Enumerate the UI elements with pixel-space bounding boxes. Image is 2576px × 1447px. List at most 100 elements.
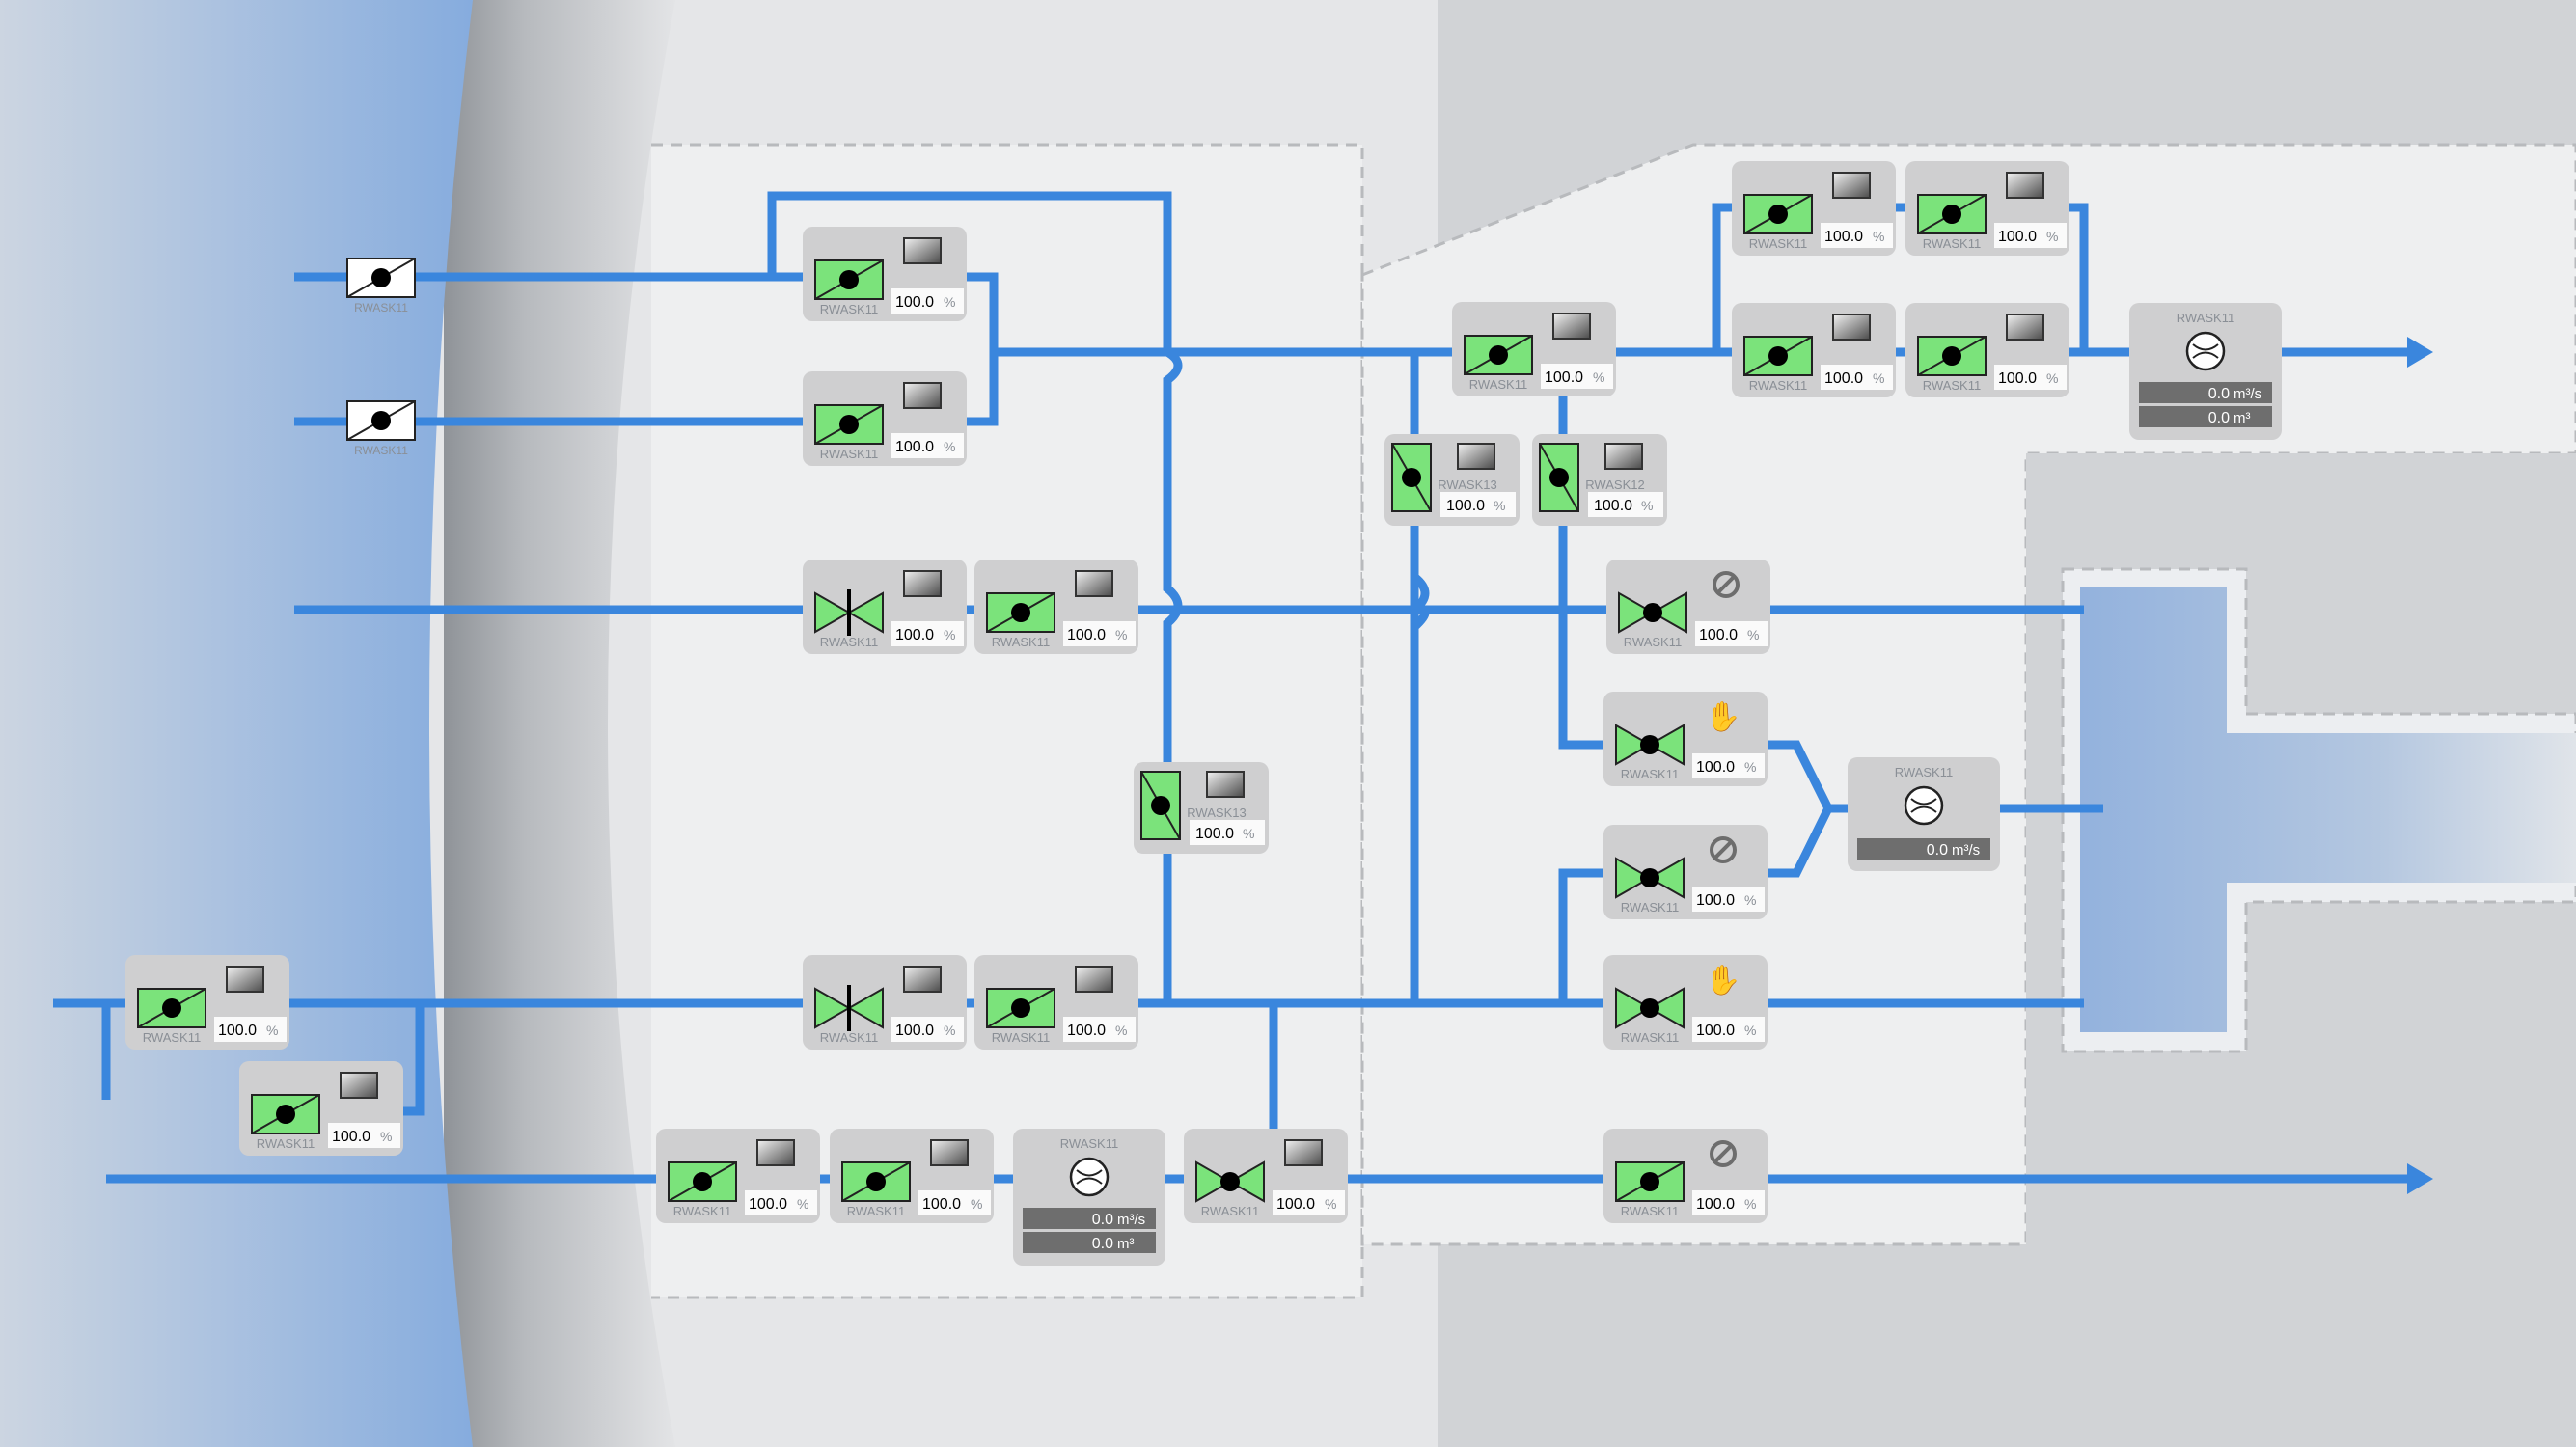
gate-unit: % xyxy=(1494,498,1505,513)
screen-icon xyxy=(756,1139,795,1166)
gate-unit: % xyxy=(1747,627,1759,642)
gate-value-box xyxy=(891,1017,964,1042)
outlet-arrow-bottom xyxy=(2407,1163,2433,1194)
gate-value: 100.0 xyxy=(1696,1023,1735,1039)
gate-value: 100.0 xyxy=(1067,627,1106,643)
gate-label: RWASK11 xyxy=(1469,377,1527,392)
gate-value-box xyxy=(891,433,964,458)
valve-closed-symbol xyxy=(814,985,884,1031)
gate-g_in1[interactable]: RWASK11 xyxy=(346,258,416,314)
gate-unit: % xyxy=(1115,1023,1127,1038)
svg-text:✋: ✋ xyxy=(1705,699,1740,733)
screen-icon xyxy=(1075,966,1113,993)
gate-label: RWASK11 xyxy=(1923,378,1981,393)
gate-value-box xyxy=(1821,365,1893,390)
gate-unit: % xyxy=(2046,370,2058,386)
gate-unit: % xyxy=(944,1023,955,1038)
gate-g_in2[interactable]: RWASK11 xyxy=(346,400,416,457)
butterfly-symbol xyxy=(814,259,884,300)
gate-value-box xyxy=(1692,1017,1765,1042)
gate-label: RWASK11 xyxy=(1621,900,1679,915)
screen-icon xyxy=(340,1072,378,1099)
blocked-icon xyxy=(1710,836,1737,863)
screen-icon xyxy=(903,382,942,409)
gate-label: RWASK11 xyxy=(673,1204,731,1218)
gate-value-box xyxy=(1273,1190,1345,1215)
gate-value-box xyxy=(328,1123,400,1148)
meter-label: RWASK11 xyxy=(2177,311,2234,325)
gate-g19[interactable]: RWASK11 100.0% xyxy=(1905,303,2069,397)
gate-value-box xyxy=(891,621,964,646)
gate-value-box xyxy=(1063,621,1136,646)
gate-g16[interactable]: RWASK11 100.0% xyxy=(1732,161,1896,256)
gate-value: 100.0 xyxy=(1998,370,2037,387)
screen-icon xyxy=(903,966,942,993)
gate-label: RWASK11 xyxy=(257,1136,315,1151)
meter-panel xyxy=(2129,303,2282,440)
meter-flow-unit: m³/s xyxy=(1117,1212,1145,1228)
gate-value: 100.0 xyxy=(1824,229,1863,245)
gate-value: 100.0 xyxy=(332,1129,370,1145)
gate-unit: % xyxy=(944,294,955,310)
meter-volume-value: 0.0 xyxy=(1092,1236,1113,1252)
zone-left xyxy=(651,143,1364,1299)
gate-value: 100.0 xyxy=(1276,1196,1315,1213)
screen-icon xyxy=(2006,314,2044,341)
gate-label: RWASK11 xyxy=(992,635,1050,649)
meter-volume-value: 0.0 xyxy=(2208,410,2230,426)
gate-value-box xyxy=(891,288,964,314)
gate-value-box xyxy=(1692,1190,1765,1215)
gate-unit: % xyxy=(1873,370,1884,386)
outlet-arrow-top xyxy=(2407,337,2433,368)
gate-label: RWASK11 xyxy=(820,635,878,649)
gate-unit: % xyxy=(1873,229,1884,244)
screen-icon xyxy=(2006,172,2044,199)
gate-value: 100.0 xyxy=(895,294,934,311)
svg-text:✋: ✋ xyxy=(1705,963,1740,997)
gate-label: RWASK11 xyxy=(354,444,408,457)
gate-value: 100.0 xyxy=(1594,498,1632,514)
gate-value-box xyxy=(1692,753,1765,778)
gate-value-box xyxy=(214,1017,287,1042)
meter-flow-unit: m³/s xyxy=(2233,386,2261,402)
plain-symbol xyxy=(346,400,416,441)
screen-icon xyxy=(1206,771,1245,798)
valve-open-symbol xyxy=(1195,1160,1265,1203)
butterfly-vertical-symbol xyxy=(1140,771,1181,840)
gate-unit: % xyxy=(1243,826,1254,841)
butterfly-symbol xyxy=(986,592,1055,633)
gate-label: RWASK11 xyxy=(1749,236,1807,251)
reservoir-water xyxy=(0,0,473,1447)
butterfly-symbol xyxy=(1743,336,1813,376)
gate-value-box xyxy=(1440,492,1516,517)
gate-value-box xyxy=(1994,223,2067,248)
gate-label: RWASK11 xyxy=(1624,635,1682,649)
shore-band xyxy=(444,0,675,1447)
gate-value-box xyxy=(1994,365,2067,390)
